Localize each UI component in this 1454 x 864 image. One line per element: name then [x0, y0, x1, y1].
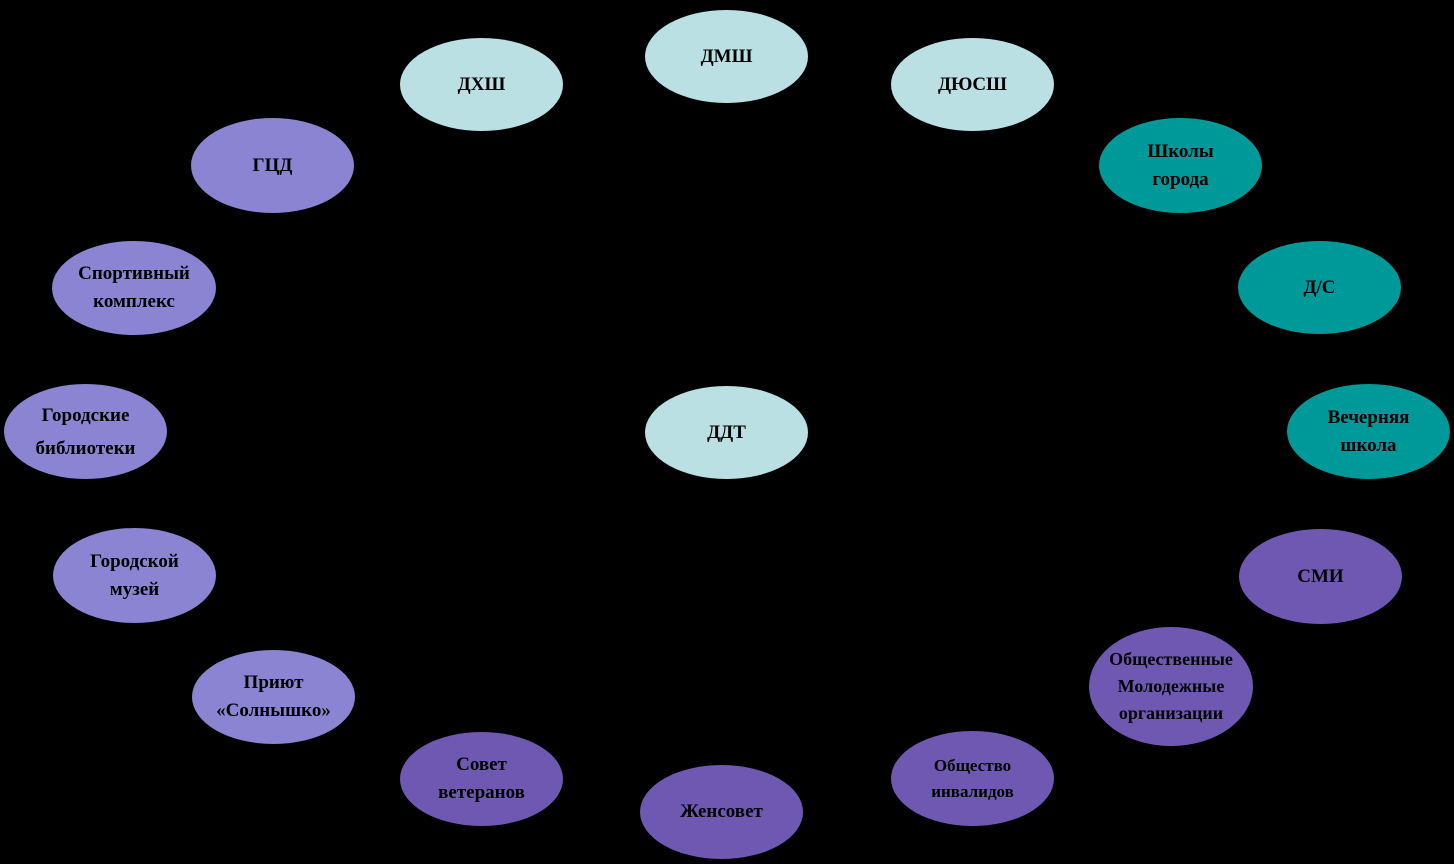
node-invalidy: Общество инвалидов [891, 731, 1054, 826]
node-shkoly: Школы города [1099, 118, 1262, 213]
node-molodezhnye: Общественные Молодежные организации [1089, 627, 1253, 746]
node-biblioteki: Городские библиотеки [4, 384, 167, 479]
node-zhensovet: Женсовет [640, 765, 803, 859]
node-vechernyaya: Вечерняя школа [1287, 384, 1450, 479]
node-ds: Д/С [1238, 241, 1401, 334]
node-center-ddt: ДДТ [645, 386, 808, 479]
node-sport: Спортивный комплекс [52, 241, 216, 335]
node-muzey: Городской музей [53, 528, 216, 623]
node-gcd: ГЦД [191, 118, 354, 213]
node-dhsh: ДХШ [400, 38, 563, 131]
node-dyussh: ДЮСШ [891, 38, 1054, 131]
node-veterany: Совет ветеранов [400, 732, 563, 826]
node-smi: СМИ [1239, 529, 1402, 624]
node-priyut: Приют «Солнышко» [192, 650, 355, 744]
node-dmsh: ДМШ [645, 10, 808, 103]
